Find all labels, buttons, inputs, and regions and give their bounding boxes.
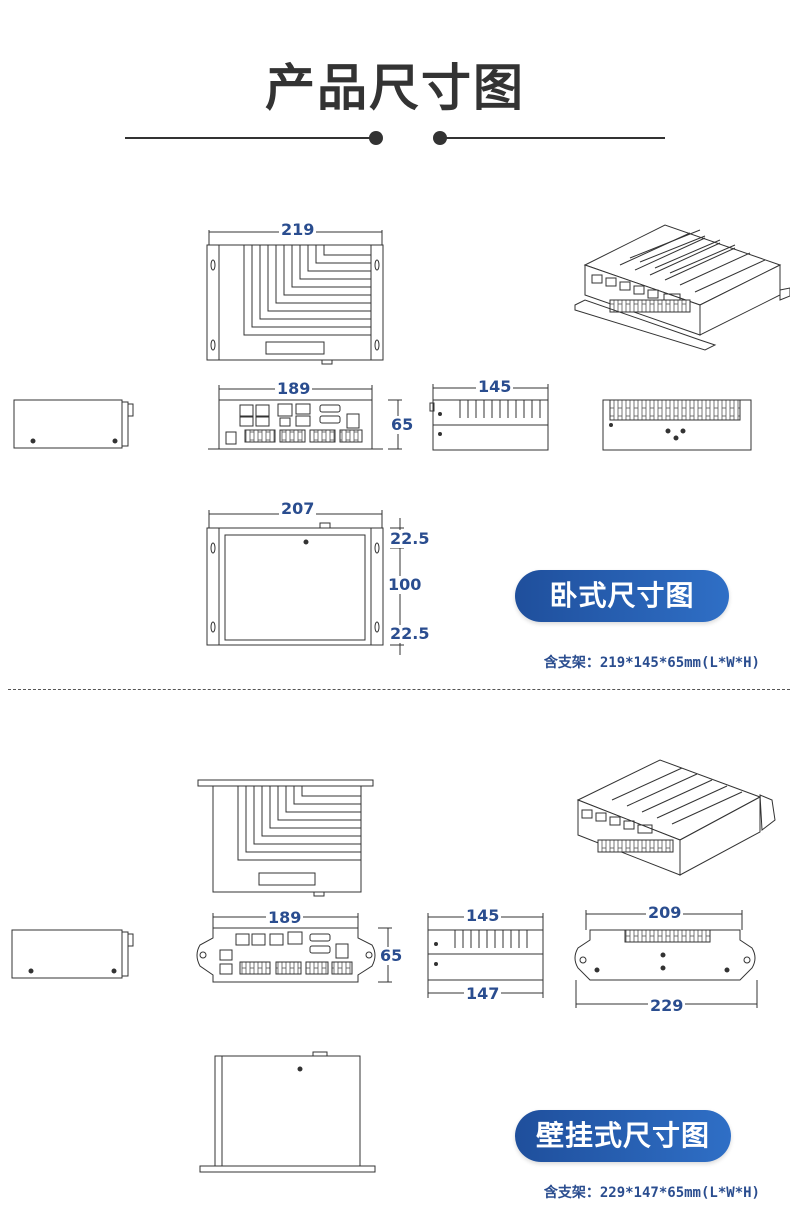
wall-dim-height: 65: [378, 946, 405, 965]
wall-bottom-view: [199, 1051, 376, 1173]
wall-dim-side-bottom: 147: [464, 984, 502, 1003]
dim-width-top: 219: [279, 220, 317, 239]
horizontal-back-view: [602, 399, 752, 451]
wall-3d-view: [576, 759, 776, 876]
wall-dim-mount-bottom: 229: [648, 996, 686, 1015]
horizontal-top-view: [206, 230, 384, 365]
title-divider-right: [440, 137, 665, 139]
dim-bottom-width: 207: [279, 499, 317, 518]
dim-gap-top: 22.5: [388, 529, 432, 548]
wall-back-view: [574, 910, 758, 1008]
wall-dim-side-top: 145: [464, 906, 502, 925]
dim-front-width: 189: [275, 379, 313, 398]
title-divider-left: [125, 137, 375, 139]
horizontal-front-view: [208, 385, 402, 450]
title-divider-dot-left: [369, 131, 383, 145]
page-title: 产品尺寸图: [265, 59, 525, 117]
wall-badge: 壁挂式尺寸图: [515, 1110, 731, 1162]
dim-gap-mid: 100: [386, 575, 424, 594]
horizontal-side-left: [13, 399, 134, 449]
wall-spec: 含支架：229*147*65mm(L*W*H): [543, 1185, 760, 1201]
wall-dim-front-width: 189: [266, 908, 304, 927]
horizontal-bottom-view: [206, 510, 404, 655]
horizontal-badge: 卧式尺寸图: [515, 570, 729, 622]
dim-side-width: 145: [476, 377, 514, 396]
horizontal-3d-view: [574, 224, 790, 351]
wall-top-view: [197, 779, 374, 897]
wall-dim-mount-top: 209: [646, 903, 684, 922]
dim-height: 65: [389, 415, 416, 434]
horizontal-spec: 含支架：219*145*65mm(L*W*H): [543, 655, 760, 671]
section-divider: [8, 689, 790, 690]
wall-side-left: [11, 929, 134, 979]
dim-gap-bottom: 22.5: [388, 624, 432, 643]
wall-front-view: [196, 913, 392, 983]
